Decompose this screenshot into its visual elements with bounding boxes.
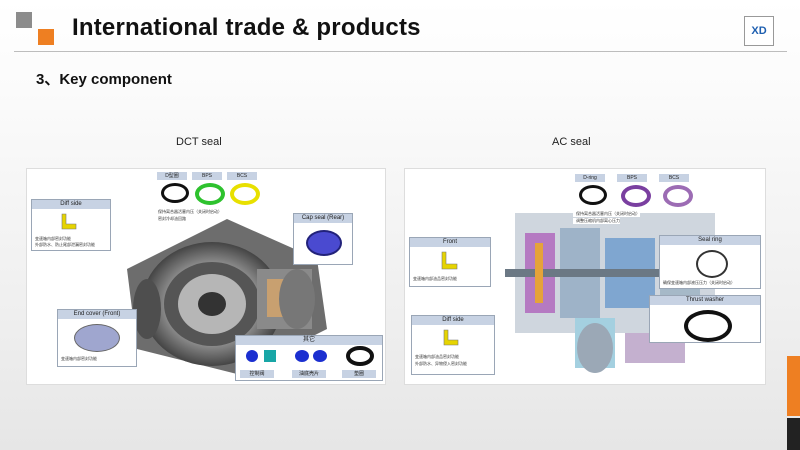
thrust-washer-title: Thrust washer — [650, 296, 760, 305]
bcs-ac-icon — [663, 185, 693, 207]
diff-side-note-1: 变速箱内部密封功能 — [35, 236, 71, 241]
other-parts-box: 其它 控制阀 油底壳片 垫圈 — [235, 335, 383, 381]
seal-ring-box: Seal ring 确保变速箱内部液压压力（关闭时启动） — [659, 235, 761, 289]
end-cover-box: End cover (Front) 变速箱内部密封功能 — [57, 309, 137, 367]
other-item-2: 油底壳片 — [292, 370, 326, 378]
diff-side-note-2: 外部防水、防止尾部泄漏密封功能 — [35, 242, 95, 247]
chip-d-ring: D型圈 — [157, 172, 187, 180]
chip-bcs-ac: BCS — [659, 174, 689, 182]
bcs-seal-icon — [230, 183, 260, 205]
chip-note-1: 保持离合器活塞内压（关闭时启动） — [158, 209, 222, 214]
ac-seal-caption: AC seal — [552, 136, 591, 148]
end-cover-title: End cover (Front) — [58, 310, 136, 319]
company-logo: XD — [744, 16, 774, 46]
other-parts-image — [246, 346, 374, 366]
ac-chip-note-2: 调整压缩机内部离心压力 — [573, 218, 620, 224]
diff-side-ac-note-2: 外部防水、异物侵入密封功能 — [415, 361, 467, 366]
cap-seal-box: Cap seal (Rear) — [293, 213, 353, 265]
seal-ring-icon — [696, 250, 728, 278]
end-cover-note: 变速箱内部密封功能 — [61, 356, 97, 361]
d-ring-seal-icon — [161, 183, 189, 203]
seal-ring-note: 确保变速箱内部液压压力（关闭时启动） — [663, 280, 735, 285]
accent-bar-black — [787, 418, 800, 450]
chip-bps: BPS — [192, 172, 222, 180]
diff-side-box-right: Diff side 变速箱内部油品密封功能 外部防水、异物侵入密封功能 — [411, 315, 495, 375]
page-title: International trade & products — [72, 14, 421, 41]
logo-text: XD — [751, 25, 767, 37]
end-cover-icon — [74, 324, 120, 352]
header-divider — [14, 51, 787, 52]
ac-seal-diagram: D-ring BPS BCS 保持离合器活塞内压（关闭时启动） 调整压缩机内部离… — [404, 168, 766, 385]
seal-ring-title: Seal ring — [660, 236, 760, 245]
dct-seal-diagram: D型圈 BPS BCS 保持离合器活塞内压（关闭时启动） 密封冷却油回路 Dif… — [26, 168, 386, 385]
diff-seal-ac-icon — [443, 329, 459, 346]
other-title: 其它 — [236, 336, 382, 345]
header-gray-square — [16, 12, 32, 28]
diff-side-box-left: Diff side 变速箱内部密封功能 外部防水、防止尾部泄漏密封功能 — [31, 199, 111, 251]
chip-bcs: BCS — [227, 172, 257, 180]
header-orange-square — [38, 29, 54, 45]
section-subtitle: 3、Key component — [36, 71, 172, 88]
cap-seal-icon — [306, 230, 342, 256]
chip-note-2: 密封冷却油回路 — [158, 216, 186, 221]
bps-ac-icon — [621, 185, 651, 207]
d-ring-ac-icon — [579, 185, 607, 205]
thrust-washer-box: Thrust washer — [649, 295, 761, 343]
diff-side-ac-note-1: 变速箱内部油品密封功能 — [415, 354, 459, 359]
front-note: 变速箱内部油品密封功能 — [413, 276, 457, 281]
thrust-washer-icon — [684, 310, 732, 342]
chip-d-ring-ac: D-ring — [575, 174, 605, 182]
front-title: Front — [410, 238, 490, 247]
diff-seal-icon — [61, 213, 77, 230]
front-box: Front 变速箱内部油品密封功能 — [409, 237, 491, 287]
bps-seal-icon — [195, 183, 225, 205]
diff-side-ac-title: Diff side — [412, 316, 494, 325]
accent-bar-orange — [787, 356, 800, 416]
ac-chip-note-1: 保持离合器活塞内压（关闭时启动） — [573, 211, 640, 217]
cap-seal-title: Cap seal (Rear) — [294, 214, 352, 223]
dct-seal-caption: DCT seal — [176, 136, 222, 148]
diff-side-title: Diff side — [32, 200, 110, 209]
other-item-3: 垫圈 — [342, 370, 376, 378]
other-item-1: 控制阀 — [240, 370, 274, 378]
chip-bps-ac: BPS — [617, 174, 647, 182]
front-seal-icon — [441, 251, 458, 270]
